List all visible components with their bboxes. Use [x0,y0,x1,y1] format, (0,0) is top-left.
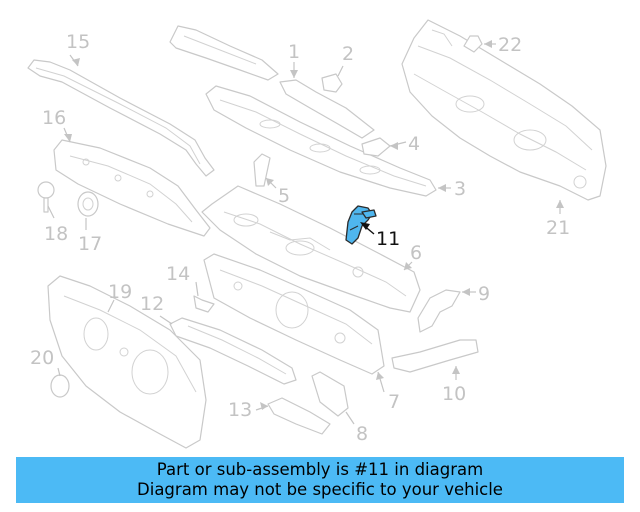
part-21-firewall [401,19,607,201]
parts-diagram: 15 1 2 22 16 4 5 3 18 17 21 11 6 14 9 19… [27,19,607,449]
callout-13: 13 [228,399,252,421]
callout-22: 22 [498,34,522,56]
callout-4: 4 [408,133,420,155]
part-9-bracket [417,289,461,333]
callout-17: 17 [78,233,102,255]
callout-7: 7 [388,391,400,413]
banner-line-disclaimer: Diagram may not be specific to your vehi… [137,480,503,499]
callout-3: 3 [454,178,466,200]
callout-12: 12 [140,293,164,315]
callout-9: 9 [478,283,490,305]
part-16-panel [53,139,211,237]
part-18-bolt [37,181,55,213]
part-1-cowl-top [169,25,375,139]
part-20-grommet [50,374,70,398]
part-3-cowl-panel [205,85,437,197]
part-11-highlighted-bracket [345,205,377,245]
callout-14: 14 [166,263,190,285]
banner-line-part: Part or sub-assembly is #11 in diagram [156,460,484,479]
part-10-bar [391,339,479,373]
part-14-clip [193,295,215,313]
callout-16: 16 [42,107,66,129]
part-8-plate [311,371,349,417]
part-22-clip [463,35,483,53]
callout-2: 2 [342,43,354,65]
part-5-strip [253,153,271,187]
part-13-bracket [267,397,331,435]
callout-20: 20 [30,347,54,369]
part-7-lower-panel [203,253,385,375]
part-17-grommet [77,191,99,217]
callout-15: 15 [66,31,90,53]
callout-6: 6 [410,242,422,264]
info-banner: Part or sub-assembly is #11 in diagram D… [16,457,624,503]
leader-11 [360,222,375,235]
callout-8: 8 [356,423,368,445]
callout-10: 10 [442,383,466,405]
callout-11: 11 [376,228,400,250]
part-6-dash-panel [201,185,421,313]
part-15-rail [27,59,215,177]
part-12-bar [169,317,297,385]
part-4-bracket [361,137,391,157]
callout-21: 21 [546,217,570,239]
callout-19: 19 [108,281,132,303]
callout-18: 18 [44,223,68,245]
part-19-insulator [47,275,207,449]
part-2-clip [321,73,343,93]
leader-arrowheads [64,40,564,410]
callout-1: 1 [288,41,300,63]
callout-5: 5 [278,185,290,207]
